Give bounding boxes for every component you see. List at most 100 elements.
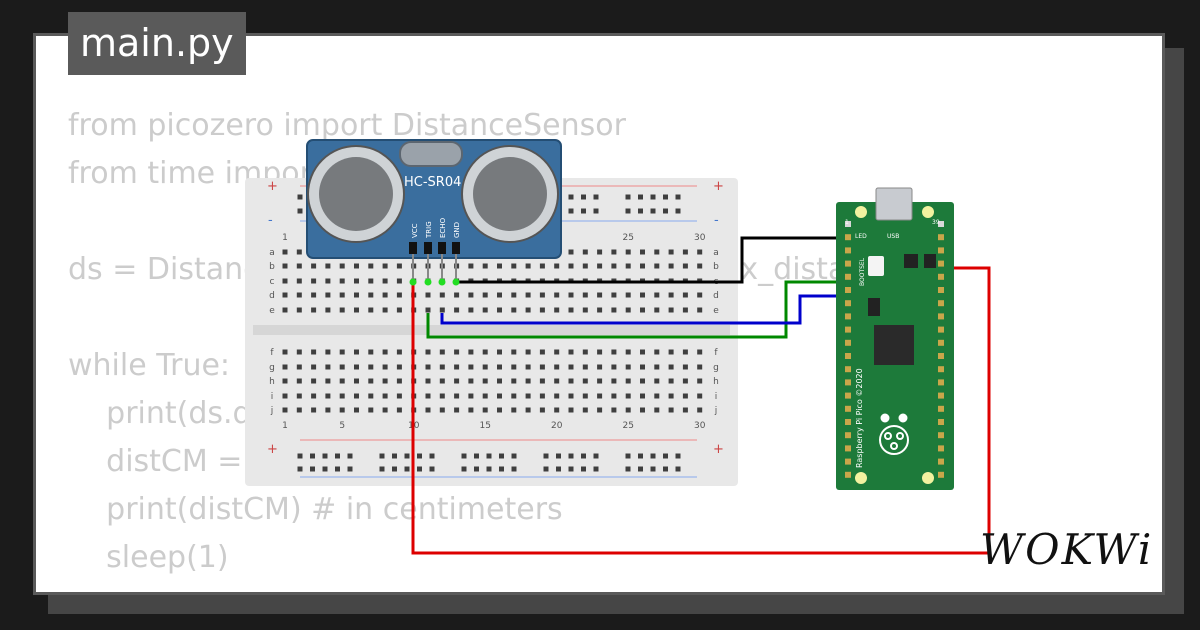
- breadboard-hole[interactable]: [682, 364, 688, 370]
- breadboard-hole[interactable]: [682, 393, 688, 399]
- breadboard-hole[interactable]: [425, 292, 431, 298]
- breadboard-hole[interactable]: [354, 263, 359, 269]
- pico-pin[interactable]: [938, 458, 944, 465]
- breadboard-hole[interactable]: [539, 307, 545, 313]
- breadboard-hole[interactable]: [543, 466, 549, 472]
- pico-pin[interactable]: [938, 392, 944, 399]
- breadboard-hole[interactable]: [396, 407, 402, 413]
- pico-pin[interactable]: [845, 353, 851, 359]
- breadboard-hole[interactable]: [396, 278, 402, 284]
- breadboard-hole[interactable]: [296, 292, 302, 298]
- breadboard-hole[interactable]: [581, 453, 586, 459]
- breadboard-hole[interactable]: [354, 364, 359, 370]
- breadboard-hole[interactable]: [568, 393, 574, 399]
- breadboard-hole[interactable]: [611, 364, 617, 370]
- breadboard-hole[interactable]: [325, 393, 331, 399]
- breadboard-hole[interactable]: [650, 466, 656, 472]
- breadboard-hole[interactable]: [404, 466, 410, 472]
- breadboard-hole[interactable]: [339, 307, 345, 313]
- breadboard-hole[interactable]: [354, 307, 359, 313]
- breadboard-hole[interactable]: [525, 378, 531, 384]
- breadboard-hole[interactable]: [568, 263, 574, 269]
- breadboard-hole[interactable]: [554, 292, 560, 298]
- breadboard-hole[interactable]: [568, 466, 574, 472]
- breadboard-hole[interactable]: [282, 263, 288, 269]
- breadboard-hole[interactable]: [382, 349, 388, 355]
- breadboard-hole[interactable]: [354, 378, 359, 384]
- breadboard-hole[interactable]: [582, 263, 588, 269]
- breadboard-hole[interactable]: [582, 407, 588, 413]
- pico-pin[interactable]: [938, 221, 944, 227]
- breadboard-hole[interactable]: [296, 407, 302, 413]
- breadboard-hole[interactable]: [597, 249, 603, 255]
- pico-pin[interactable]: [845, 379, 851, 386]
- pico-pin[interactable]: [845, 260, 851, 267]
- breadboard-hole[interactable]: [539, 263, 545, 269]
- breadboard-hole[interactable]: [525, 364, 531, 370]
- pico-pin[interactable]: [845, 247, 851, 254]
- breadboard-hole[interactable]: [539, 378, 545, 384]
- breadboard-hole[interactable]: [654, 349, 660, 355]
- breadboard-hole[interactable]: [311, 278, 317, 284]
- pico-pin[interactable]: [938, 273, 944, 280]
- breadboard-hole[interactable]: [640, 249, 645, 255]
- raspberry-pi-pico[interactable]: 1 39 LED USB BOOTSEL Raspberry Pi Pico ©…: [836, 187, 954, 490]
- breadboard-hole[interactable]: [640, 349, 645, 355]
- breadboard-hole[interactable]: [392, 453, 397, 459]
- breadboard-hole[interactable]: [382, 378, 388, 384]
- breadboard-hole[interactable]: [568, 453, 574, 459]
- breadboard-hole[interactable]: [556, 466, 561, 472]
- breadboard-hole[interactable]: [311, 263, 317, 269]
- breadboard-hole[interactable]: [417, 453, 422, 459]
- breadboard-hole[interactable]: [339, 393, 345, 399]
- breadboard-hole[interactable]: [539, 349, 545, 355]
- breadboard-hole[interactable]: [554, 407, 560, 413]
- breadboard-hole[interactable]: [482, 349, 488, 355]
- breadboard-hole[interactable]: [368, 349, 374, 355]
- breadboard-hole[interactable]: [311, 307, 317, 313]
- pico-pin[interactable]: [938, 300, 944, 307]
- breadboard-hole[interactable]: [650, 208, 656, 214]
- breadboard-hole[interactable]: [668, 364, 674, 370]
- breadboard-hole[interactable]: [654, 364, 660, 370]
- breadboard-hole[interactable]: [568, 349, 574, 355]
- breadboard-hole[interactable]: [668, 393, 674, 399]
- breadboard-hole[interactable]: [625, 194, 631, 200]
- breadboard-hole[interactable]: [425, 393, 431, 399]
- breadboard-hole[interactable]: [325, 407, 331, 413]
- pico-pin[interactable]: [938, 313, 944, 320]
- breadboard-hole[interactable]: [310, 466, 315, 472]
- breadboard-hole[interactable]: [697, 407, 703, 413]
- breadboard-hole[interactable]: [697, 263, 703, 269]
- breadboard-hole[interactable]: [511, 393, 517, 399]
- breadboard-hole[interactable]: [486, 453, 492, 459]
- pico-pin[interactable]: [845, 419, 851, 425]
- breadboard-hole[interactable]: [625, 307, 631, 313]
- breadboard-hole[interactable]: [282, 407, 288, 413]
- breadboard-hole[interactable]: [682, 378, 688, 384]
- breadboard-hole[interactable]: [554, 349, 560, 355]
- breadboard-hole[interactable]: [325, 364, 331, 370]
- breadboard-hole[interactable]: [625, 263, 631, 269]
- breadboard-hole[interactable]: [296, 349, 302, 355]
- breadboard-hole[interactable]: [611, 349, 617, 355]
- breadboard-hole[interactable]: [625, 453, 631, 459]
- breadboard-hole[interactable]: [382, 278, 388, 284]
- breadboard-hole[interactable]: [625, 364, 631, 370]
- breadboard-hole[interactable]: [474, 466, 479, 472]
- breadboard-hole[interactable]: [654, 378, 660, 384]
- breadboard-hole[interactable]: [511, 466, 517, 472]
- breadboard-hole[interactable]: [347, 466, 353, 472]
- wire-vcc[interactable]: [411, 266, 991, 555]
- breadboard-hole[interactable]: [625, 249, 631, 255]
- breadboard-hole[interactable]: [525, 307, 531, 313]
- breadboard-hole[interactable]: [539, 407, 545, 413]
- breadboard-hole[interactable]: [525, 393, 531, 399]
- breadboard-hole[interactable]: [625, 378, 631, 384]
- breadboard-hole[interactable]: [429, 453, 435, 459]
- breadboard-hole[interactable]: [697, 349, 703, 355]
- breadboard-hole[interactable]: [581, 194, 586, 200]
- breadboard-hole[interactable]: [454, 378, 460, 384]
- breadboard-hole[interactable]: [461, 453, 467, 459]
- breadboard-hole[interactable]: [368, 407, 374, 413]
